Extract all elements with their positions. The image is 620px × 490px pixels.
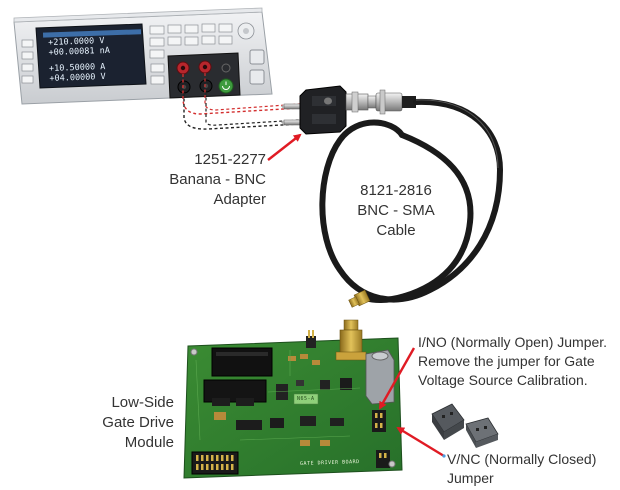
ino-jumper-callout-arrow bbox=[378, 347, 416, 410]
source-measure-unit bbox=[13, 7, 273, 105]
test-leads bbox=[182, 73, 307, 130]
vnc-jumper-label: V/NC (Normally Closed) Jumper bbox=[447, 451, 597, 486]
banana-bnc-adapter bbox=[281, 85, 377, 135]
readout-row: +04.00000 V bbox=[49, 72, 106, 84]
adapter-callout-arrow bbox=[267, 133, 302, 161]
sma-connector-icon bbox=[343, 319, 359, 331]
ino-jumper-label: I/NO (Normally Open) Jumper. Remove the … bbox=[418, 334, 608, 388]
gate-drive-board bbox=[183, 319, 403, 479]
callout-arrows bbox=[267, 133, 446, 458]
cable-label: 8121-2816 BNC - SMA Cable bbox=[357, 182, 435, 239]
instrument-display bbox=[35, 23, 147, 89]
readout-row: +00.00081 nA bbox=[48, 45, 111, 58]
vnc-jumper-callout-arrow bbox=[396, 426, 445, 458]
power-button-icon bbox=[218, 78, 234, 94]
instrument-screen-readout: +210.0000 V +00.00081 nA +10.50000 A +04… bbox=[48, 36, 111, 84]
pin-header-icon bbox=[191, 451, 239, 475]
bnc-sma-cable bbox=[319, 89, 504, 308]
board-badge: N65-A bbox=[297, 396, 315, 402]
adapter-label: 1251-2277 Banana - BNC Adapter bbox=[169, 151, 266, 208]
module-label: Low-Side Gate Drive Module bbox=[102, 394, 174, 451]
jumper-parts bbox=[431, 403, 499, 448]
callout-dot-icon bbox=[442, 454, 446, 458]
